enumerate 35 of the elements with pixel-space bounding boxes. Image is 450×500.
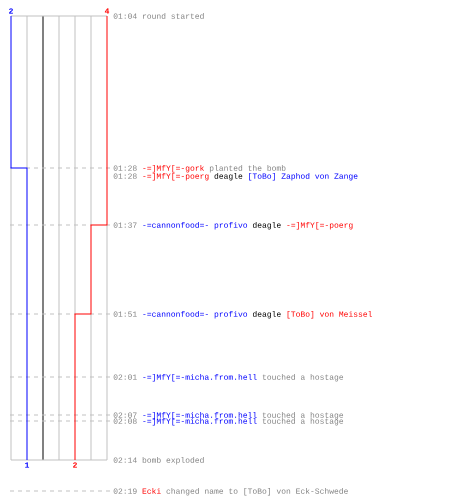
weapon-name: deagle xyxy=(252,222,281,230)
player-count: 4 xyxy=(104,8,110,14)
player-name: -=cannonfood=- profivo xyxy=(143,222,248,230)
log-text: changed name to [ToBo] von Eck-Schwede xyxy=(166,488,348,496)
player-name: -=]MfY[=-gork xyxy=(143,165,204,172)
log-text: touched a hostage xyxy=(262,418,344,426)
player-name: -=]MfY[=-micha.from.hell xyxy=(143,374,257,382)
player-count: 1 xyxy=(25,462,30,468)
timestamp: 01:37 xyxy=(114,222,137,228)
player-count: 2 xyxy=(9,8,13,14)
weapon-name: deagle xyxy=(214,173,242,180)
log-text: touched a hostage xyxy=(262,374,344,382)
timestamp: 02:07 xyxy=(114,412,137,418)
player-name: -=]MfY[=-micha.from.hell xyxy=(143,418,257,426)
player-name: -=]MfY[=-micha.from.hell xyxy=(143,412,257,420)
log-text: bomb exploded xyxy=(142,457,204,464)
timestamp: 02:01 xyxy=(114,374,137,380)
weapon-name: deagle xyxy=(252,311,281,318)
log-text: touched a hostage xyxy=(262,412,344,420)
player-name: -=]MfY[=-poerg xyxy=(287,222,353,230)
player-name: [ToBo] Zaphod von Zange xyxy=(249,173,358,180)
log-text: round started xyxy=(142,13,204,19)
timestamp: 01:28 xyxy=(114,173,137,179)
log-text: planted the bomb xyxy=(210,165,286,172)
player-name: -=]MfY[=-poerg xyxy=(143,173,209,180)
timestamp: 02:08 xyxy=(114,418,137,424)
timestamp: 01:04 xyxy=(114,13,137,19)
timestamp: 01:51 xyxy=(114,311,137,317)
timestamp: 02:19 xyxy=(114,488,137,494)
timestamp: 01:28 xyxy=(114,165,137,171)
timestamp: 02:14 xyxy=(114,457,137,463)
player-name: [ToBo] von Meissel xyxy=(288,311,372,318)
player-name: Ecki xyxy=(142,488,161,494)
player-name: -=cannonfood=- profivo xyxy=(143,311,248,318)
player-count: 2 xyxy=(73,462,77,468)
